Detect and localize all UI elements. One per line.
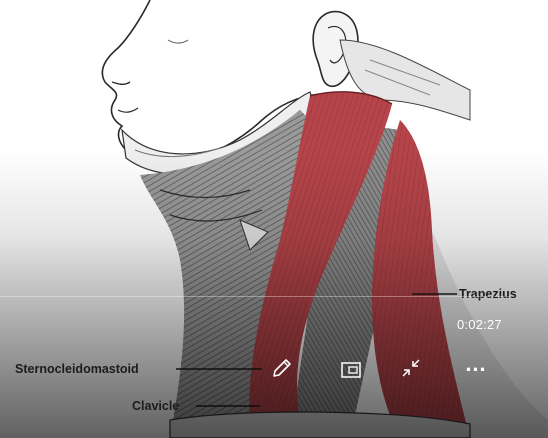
label-trapezius: Trapezius <box>459 287 517 301</box>
mini-view-icon <box>340 361 362 379</box>
ellipsis-icon: … <box>465 353 488 375</box>
trapezius-muscle <box>372 120 548 438</box>
seek-bar[interactable] <box>0 296 512 297</box>
mini-view-button[interactable] <box>333 352 369 388</box>
edit-button[interactable] <box>264 350 300 386</box>
label-sternocleidomastoid: Sternocleidomastoid <box>15 362 139 376</box>
label-clavicle: Clavicle <box>132 399 179 413</box>
collapse-arrows-icon <box>399 356 423 380</box>
pencil-icon <box>270 356 294 380</box>
exit-fullscreen-button[interactable] <box>393 350 429 386</box>
playback-timestamp: 0:02:27 <box>457 317 502 332</box>
more-options-button[interactable]: … <box>458 350 494 386</box>
